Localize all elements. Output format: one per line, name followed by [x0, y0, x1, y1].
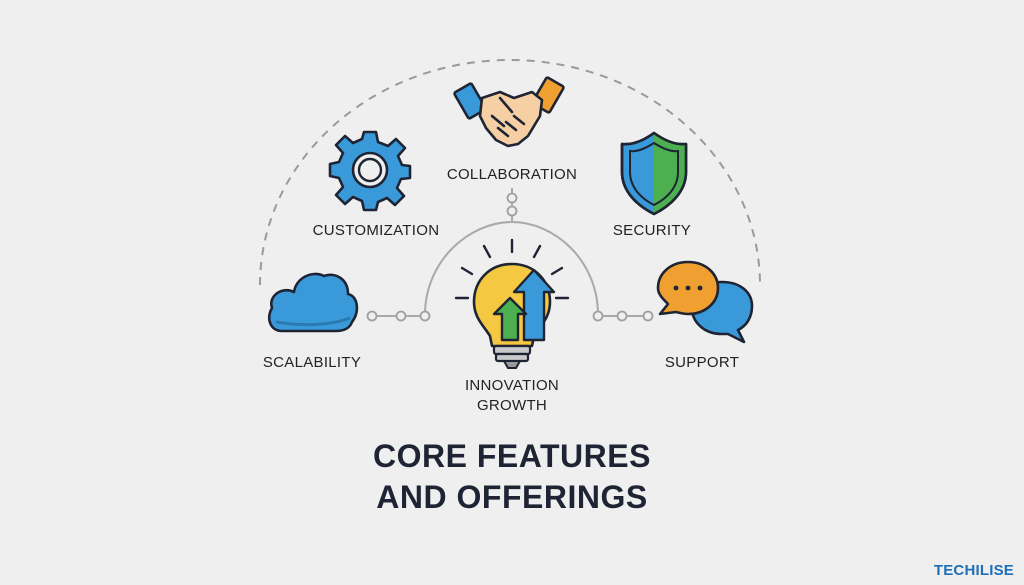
outer-dashed-arc — [259, 59, 761, 286]
label-support: SUPPORT — [664, 354, 740, 371]
label-scalability: SCALABILITY — [262, 354, 362, 371]
handshake-icon — [453, 76, 565, 148]
label-growth: GROWTH — [476, 397, 548, 414]
cloud-icon — [268, 272, 359, 333]
label-security: SECURITY — [612, 222, 692, 239]
title-line-2: AND OFFERINGS — [376, 479, 648, 515]
label-collaboration: COLLABORATION — [446, 166, 578, 183]
brand-logo: TECHILISE — [933, 562, 1014, 579]
page-title: CORE FEATURES AND OFFERINGS — [312, 436, 712, 518]
gear-icon — [328, 130, 412, 212]
label-customization: CUSTOMIZATION — [312, 222, 440, 239]
top-connector — [506, 188, 518, 222]
left-connector — [366, 310, 431, 322]
right-connector — [592, 310, 654, 322]
lightbulb-growth-icon — [454, 238, 570, 369]
shield-icon — [620, 131, 688, 216]
chat-bubbles-icon — [656, 260, 754, 344]
label-innovation-growth: INNOVATION GROWTH — [442, 376, 582, 416]
title-line-1: CORE FEATURES — [373, 438, 651, 474]
label-innovation: INNOVATION — [464, 377, 560, 394]
